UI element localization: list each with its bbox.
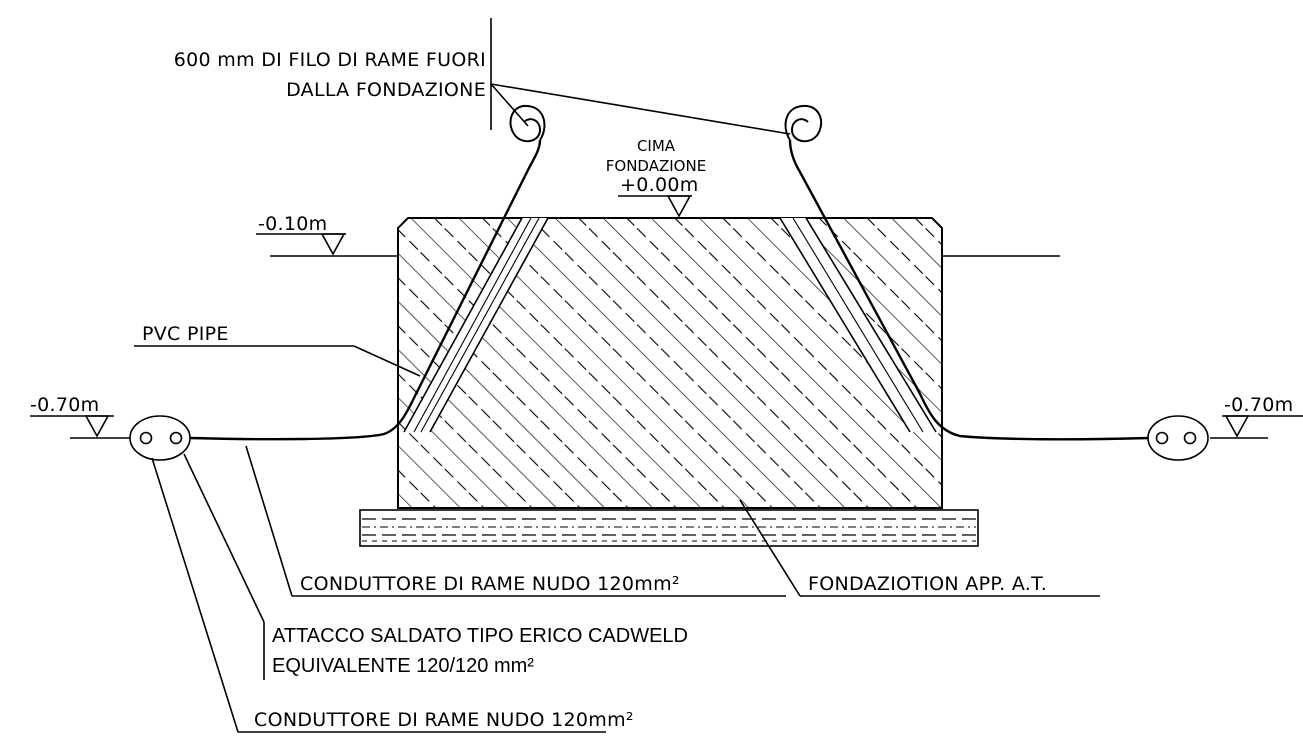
- conductor-upper-label: CONDUTTORE DI RAME NUDO 120mm²: [300, 573, 680, 595]
- pvc-pipe-right: [779, 217, 937, 433]
- leader-lines: [134, 18, 1100, 733]
- copper-out-label-1: 600 mm DI FILO DI RAME FUORI: [174, 49, 486, 71]
- level-marker-left-top: [256, 233, 346, 256]
- conductor-lower-label: CONDUTTORE DI RAME NUDO 120mm²: [254, 709, 634, 731]
- weld-label-2: EQUIVALENTE 120/120 mm²: [272, 655, 534, 677]
- pvc-pipe-left: [403, 217, 549, 433]
- lean-concrete-base: [359, 509, 979, 547]
- level-left-top-label: -0.10m: [258, 213, 327, 235]
- copper-conductor: [189, 139, 1149, 441]
- copper-pigtail-right: [784, 104, 823, 143]
- cima-label-2: FONDAZIONE: [606, 157, 706, 175]
- cima-label-1: CIMA: [637, 137, 676, 155]
- level-marker-top: [618, 195, 692, 218]
- level-marker-right: [1222, 415, 1303, 438]
- level-right-label: -0.70m: [1224, 394, 1293, 416]
- copper-pigtail-left: [509, 104, 546, 143]
- foundation-label: FONDAZIOTION APP. A.T.: [808, 573, 1047, 595]
- level-marker-left: [30, 415, 114, 438]
- cima-level-label: +0.00m: [620, 174, 699, 196]
- copper-out-label-2: DALLA FONDAZIONE: [286, 79, 486, 101]
- pvc-pipe-label: PVC PIPE: [142, 323, 229, 345]
- weld-label-1: ATTACCO SALDATO TIPO ERICO CADWELD: [272, 625, 688, 647]
- cadweld-connector-right: [1147, 415, 1209, 461]
- ground-level-lines: [70, 255, 1268, 439]
- level-left-label: -0.70m: [30, 394, 99, 416]
- cadweld-connector-left: [129, 415, 191, 461]
- foundation-block: [397, 217, 943, 509]
